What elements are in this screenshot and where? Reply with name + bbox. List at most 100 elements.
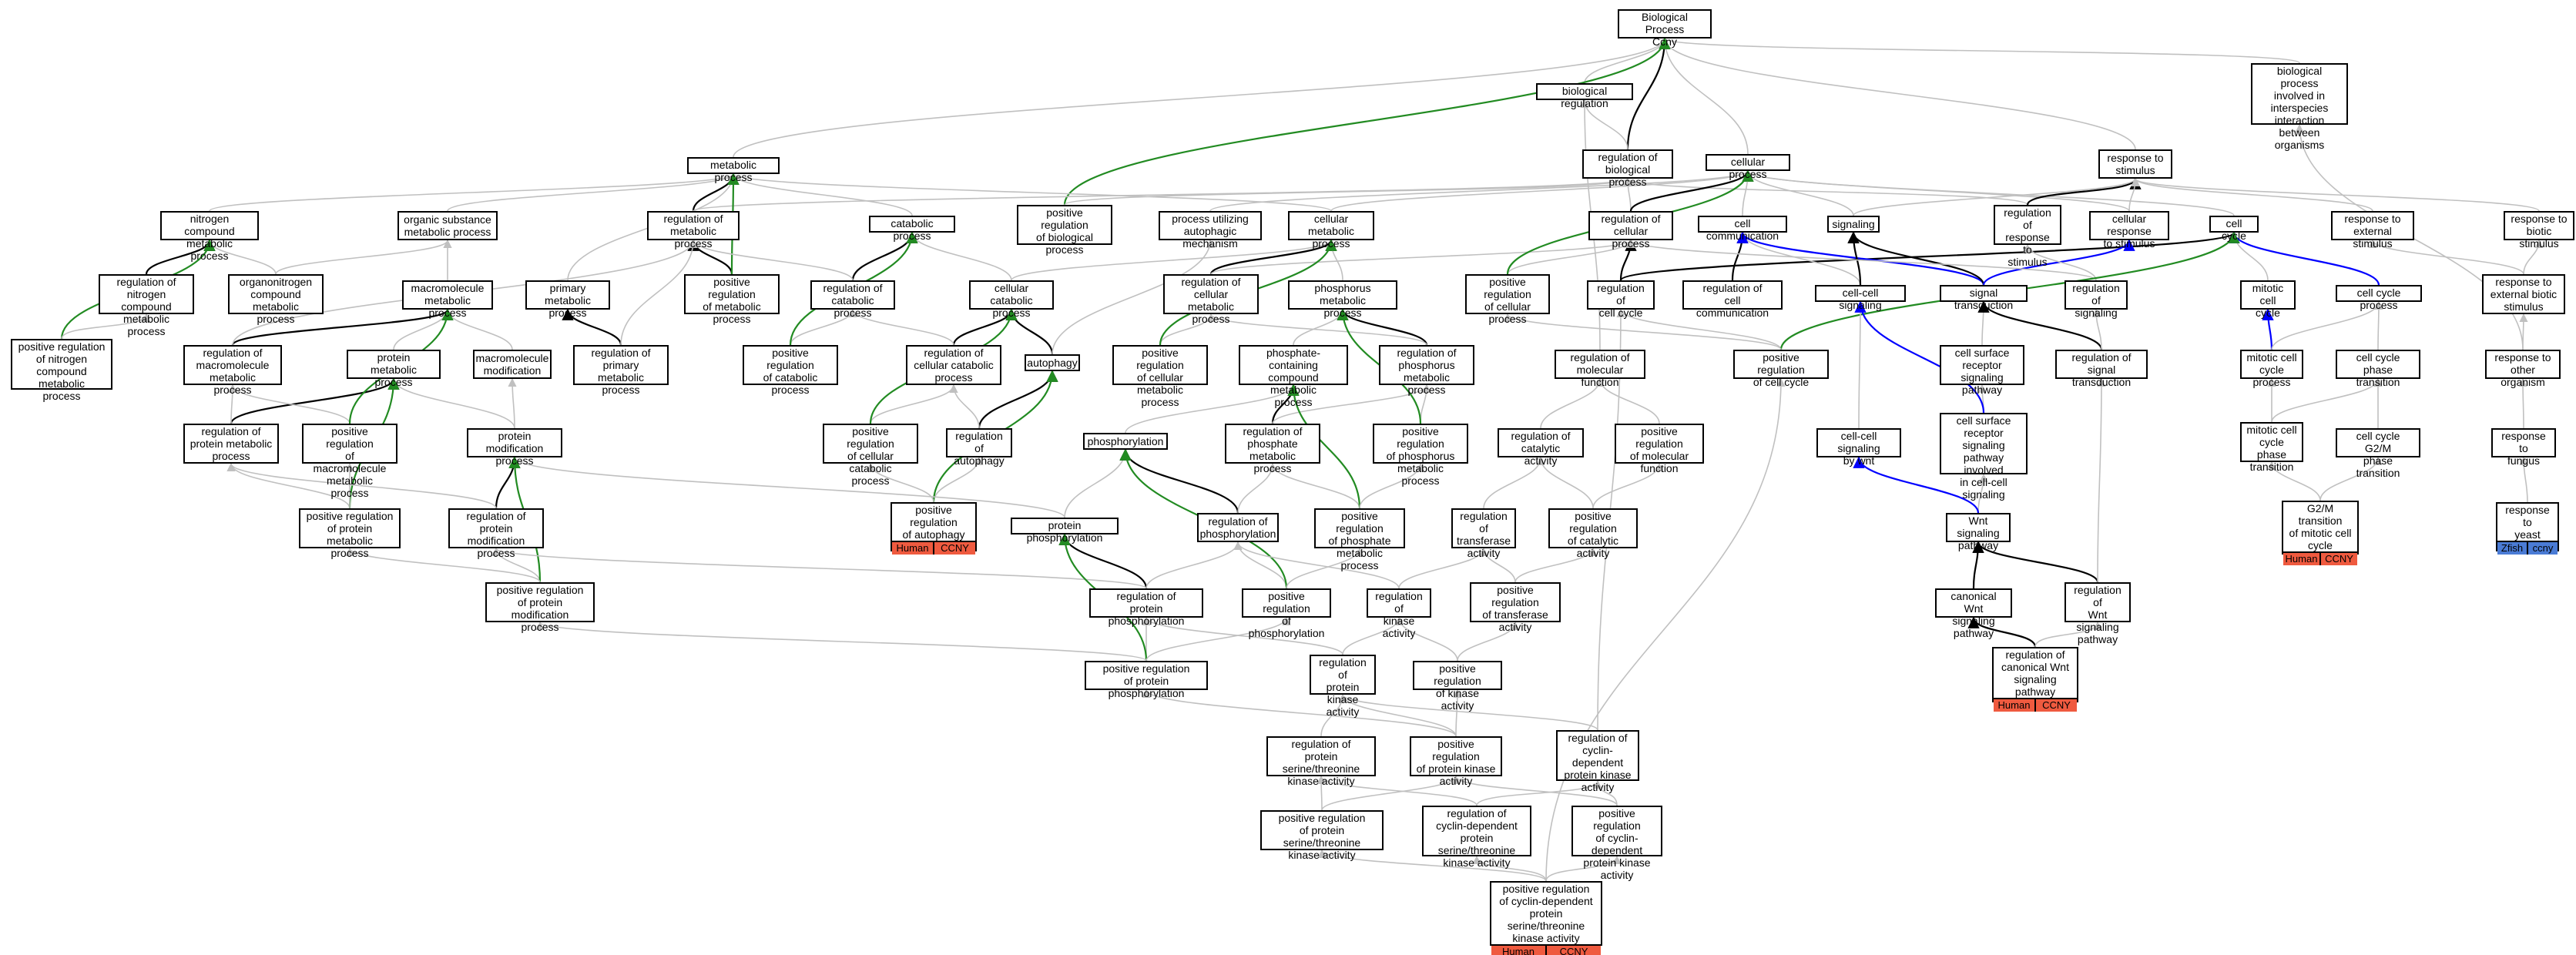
node-primmp[interactable]: primary metabolic process: [525, 280, 610, 319]
node-respfungus[interactable]: response to fungus: [2491, 428, 2556, 467]
node-regcdpstk[interactable]: regulation of cyclin-dependent protein s…: [1422, 806, 1531, 869]
node-regcdk[interactable]: regulation of cyclin-dependent protein k…: [1556, 730, 1639, 793]
node-canwnt[interactable]: canonical Wnt signaling pathway: [1935, 588, 2012, 639]
node-regpstk[interactable]: regulation of protein serine/threonine k…: [1266, 736, 1376, 787]
node-ncmp[interactable]: nitrogen compound metabolic process: [160, 211, 259, 262]
node-cellresp[interactable]: cellular response to stimulus: [2089, 211, 2169, 250]
node-regmacromp[interactable]: regulation of macromolecule metabolic pr…: [183, 345, 282, 396]
node-regmolfunc[interactable]: regulation of molecular function: [1555, 350, 1645, 388]
node-wnt[interactable]: Wnt signaling pathway: [1946, 513, 2011, 551]
node-osmp[interactable]: organic substance metabolic process: [397, 211, 498, 240]
node-regprotmp[interactable]: regulation of protein metabolic process: [183, 424, 279, 464]
node-interspecies[interactable]: biological process involved in interspec…: [2251, 63, 2348, 151]
node-regcellcomm[interactable]: regulation of cell communication: [1682, 280, 1783, 319]
node-cellcomm[interactable]: cell communication: [1698, 216, 1787, 242]
node-regsig[interactable]: regulation of signaling: [2064, 280, 2128, 319]
node-posregcellcatab[interactable]: positive regulation of cellular cataboli…: [823, 424, 918, 487]
node-regcatact[interactable]: regulation of catalytic activity: [1498, 428, 1584, 467]
node-regcanwnt[interactable]: regulation of canonical Wnt signaling pa…: [1992, 647, 2078, 712]
node-mitccphase[interactable]: mitotic cell cycle phase transition: [2240, 422, 2303, 473]
node-autophmech[interactable]: process utilizing autophagic mechanism: [1159, 211, 1262, 250]
node-cellcatab[interactable]: cellular catabolic process: [969, 280, 1054, 319]
node-respother[interactable]: response to other organism: [2485, 350, 2561, 388]
node-respext[interactable]: response to external stimulus: [2331, 211, 2414, 250]
node-posregcellproc[interactable]: positive regulation of cellular process: [1465, 274, 1550, 325]
node-ccsigwnt[interactable]: cell-cell signaling by wnt: [1816, 428, 1901, 467]
node-posregcellmetab[interactable]: positive regulation of cellular metaboli…: [1112, 345, 1208, 408]
node-regkinase[interactable]: regulation of kinase activity: [1367, 588, 1431, 639]
node-posregpstk[interactable]: positive regulation of protein serine/th…: [1260, 810, 1384, 861]
node-phoscompmp[interactable]: phosphate-containing compound metabolic …: [1239, 345, 1348, 408]
node-mitccproc[interactable]: mitotic cell cycle process: [2240, 350, 2303, 388]
node-protphos[interactable]: protein phosphorylation: [1011, 518, 1119, 544]
node-regresp[interactable]: regulation of response to stimulus: [1994, 205, 2061, 268]
node-posregtransf[interactable]: positive regulation of transferase activ…: [1470, 582, 1561, 633]
node-posregphos[interactable]: positive regulation of phosphorylation: [1242, 588, 1331, 639]
node-bp[interactable]: Biological Process Ccny: [1618, 9, 1712, 48]
node-macromp[interactable]: macromolecule metabolic process: [402, 280, 493, 319]
node-protmod[interactable]: protein modification process: [467, 428, 562, 467]
node-mitcc[interactable]: mitotic cell cycle: [2240, 280, 2296, 319]
node-posregprotmp[interactable]: positive regulation of protein metabolic…: [299, 508, 401, 559]
node-cellmetab[interactable]: cellular metabolic process: [1288, 211, 1374, 250]
node-posregmetab[interactable]: positive regulation of metabolic process: [684, 274, 780, 325]
node-posregprotmod[interactable]: positive regulation of protein modificat…: [485, 582, 595, 633]
node-posregphosphmetab[interactable]: positive regulation of phosphorus metabo…: [1373, 424, 1468, 487]
node-cellcycle[interactable]: cell cycle: [2209, 216, 2259, 242]
node-regprimmp[interactable]: regulation of primary metabolic process: [573, 345, 669, 396]
node-regcellcycle[interactable]: regulation of cell cycle: [1587, 280, 1655, 319]
node-posregcdk[interactable]: positive regulation of cyclin-dependent …: [1571, 806, 1662, 881]
node-regautoph[interactable]: regulation of autophagy: [946, 428, 1012, 467]
node-phosphorylation[interactable]: phosphorylation: [1083, 433, 1168, 450]
node-sigtrans[interactable]: signal transduction: [1940, 285, 2028, 311]
node-regphosmetab[interactable]: regulation of phosphate metabolic proces…: [1225, 424, 1320, 474]
node-posregkinase[interactable]: positive regulation of kinase activity: [1413, 661, 1502, 712]
node-posregcatact[interactable]: positive regulation of catalytic activit…: [1548, 508, 1638, 559]
node-posregcatab[interactable]: positive regulation of catabolic process: [743, 345, 838, 396]
node-breg[interactable]: biological regulation: [1536, 83, 1633, 109]
node-macromod[interactable]: macromolecule modification: [473, 350, 552, 379]
node-posregmolfunc[interactable]: positive regulation of molecular functio…: [1615, 424, 1704, 474]
node-regwnt[interactable]: regulation of Wnt signaling pathway: [2064, 582, 2131, 645]
node-posregphosmetab[interactable]: positive regulation of phosphate metabol…: [1314, 508, 1405, 571]
node-regphosphmetab[interactable]: regulation of phosphorus metabolic proce…: [1379, 345, 1474, 396]
node-posregcdpstk[interactable]: positive regulation of cyclin-dependent …: [1490, 881, 1602, 955]
node-regbio[interactable]: regulation of biological process: [1582, 149, 1673, 188]
node-regsigtrans[interactable]: regulation of signal transduction: [2055, 350, 2148, 388]
node-regprotkin[interactable]: regulation of protein kinase activity: [1310, 655, 1376, 718]
node-autophagy[interactable]: autophagy: [1025, 354, 1080, 371]
node-regcellproc[interactable]: regulation of cellular process: [1588, 211, 1673, 250]
node-regcatab[interactable]: regulation of catabolic process: [810, 280, 895, 319]
node-regcellcatab[interactable]: regulation of cellular catabolic process: [906, 345, 1001, 385]
node-posregbio[interactable]: positive regulation of biological proces…: [1017, 205, 1112, 256]
node-ccphasetrans[interactable]: cell cycle phase transition: [2336, 350, 2420, 388]
node-posregmacromp[interactable]: positive regulation of macromolecule met…: [302, 424, 397, 499]
node-posregprotphos[interactable]: positive regulation of protein phosphory…: [1085, 661, 1208, 699]
node-catab[interactable]: catabolic process: [869, 216, 955, 242]
node-protmp[interactable]: protein metabolic process: [347, 350, 441, 388]
node-regphos[interactable]: regulation of phosphorylation: [1197, 513, 1279, 542]
node-cellcellsig[interactable]: cell-cell signaling: [1815, 285, 1906, 311]
node-respbiotic[interactable]: response to biotic stimulus: [2504, 211, 2574, 250]
node-phosphmetab[interactable]: phosphorus metabolic process: [1288, 280, 1397, 319]
node-regprotmod[interactable]: regulation of protein modification proce…: [448, 508, 544, 559]
node-regprotphos[interactable]: regulation of protein phosphorylation: [1089, 588, 1203, 627]
node-cellproc[interactable]: cellular process: [1706, 154, 1790, 180]
node-ccg2m[interactable]: cell cycle G2/M phase transition: [2336, 428, 2420, 479]
node-ccproc[interactable]: cell cycle process: [2336, 285, 2422, 311]
node-posregcellcycle[interactable]: positive regulation of cell cycle: [1733, 350, 1829, 388]
node-regncmp[interactable]: regulation of nitrogen compound metaboli…: [99, 274, 194, 337]
node-respstim[interactable]: response to stimulus: [2098, 149, 2172, 179]
node-regcellmetab[interactable]: regulation of cellular metabolic process: [1163, 274, 1259, 325]
node-regmetab[interactable]: regulation of metabolic process: [647, 211, 740, 250]
node-posregncmp[interactable]: positive regulation of nitrogen compound…: [11, 339, 112, 402]
node-csrsp[interactable]: cell surface receptor signaling pathway: [1940, 345, 2024, 396]
node-orgncmp[interactable]: organonitrogen compound metabolic proces…: [228, 274, 324, 325]
node-signaling[interactable]: signaling: [1827, 216, 1880, 233]
node-csrspcc[interactable]: cell surface receptor signaling pathway …: [1940, 413, 2028, 501]
node-metab[interactable]: metabolic process: [687, 157, 780, 183]
node-regtransf[interactable]: regulation of transferase activity: [1451, 508, 1516, 559]
